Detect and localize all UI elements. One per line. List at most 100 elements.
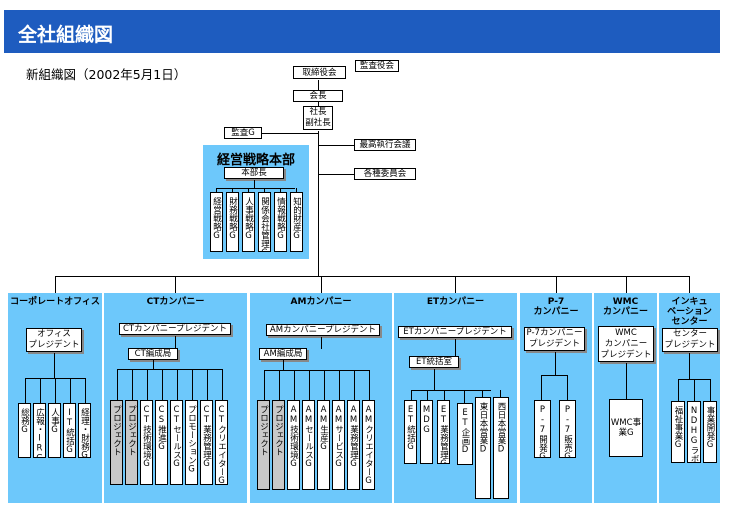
- division-group-box: プロジェクト: [125, 400, 138, 485]
- page-header: 全社組織図: [0, 0, 731, 54]
- division-group-box: IT統括G: [63, 403, 76, 458]
- division-sub-box: CT編成局: [128, 348, 178, 360]
- division-title: インキュ ベーション センター: [667, 297, 712, 327]
- connector-line: [278, 370, 280, 400]
- connector-line: [24, 378, 26, 403]
- division-group-box: CTセールスG: [170, 400, 183, 485]
- connector-line: [689, 276, 690, 293]
- division-group-box: CT業務管理G: [200, 400, 213, 485]
- hq-group-box: 情報戦略G: [274, 192, 287, 252]
- connector-line: [263, 370, 370, 371]
- connector-line: [626, 276, 627, 293]
- connector-line: [482, 390, 483, 397]
- connector-line: [411, 390, 412, 400]
- connector-line: [216, 188, 295, 189]
- connector-line: [338, 370, 340, 400]
- division-group-box: NDHGラボG: [687, 401, 701, 463]
- division-group-box: 福祉事業G: [671, 401, 685, 463]
- page-subtitle: 新組織図（2002年5月1日）: [26, 67, 187, 82]
- connector-line: [116, 369, 118, 400]
- connector-line: [626, 363, 627, 399]
- division-group-box: AM技術環境G: [287, 400, 300, 490]
- connector-line: [221, 369, 223, 400]
- division-group-box: WMC事業G: [609, 399, 643, 457]
- connector-line: [293, 370, 295, 400]
- hq-group-box: 関係会社管理G: [258, 192, 271, 252]
- division-group-box: AMサービスG: [332, 400, 345, 490]
- division-title: P-7 カンパニー: [533, 297, 579, 317]
- connector-line: [434, 369, 435, 390]
- connector-line: [54, 353, 55, 378]
- connector-line: [280, 188, 281, 192]
- connector-line: [153, 359, 154, 369]
- connector-line: [541, 375, 542, 400]
- connector-line: [427, 390, 428, 400]
- hq-group-box: 経営戦略G: [210, 192, 223, 252]
- division-group-box: ET統括G: [404, 400, 417, 464]
- division-group-box: MDG: [420, 400, 433, 464]
- hq-group-box: 知的財産G: [290, 192, 303, 252]
- connector-line: [84, 378, 86, 403]
- connector-line: [321, 337, 322, 349]
- division-group-box: 人事G: [48, 403, 61, 458]
- connector-line: [411, 390, 491, 391]
- connector-line: [131, 369, 133, 400]
- connector-line: [175, 336, 176, 348]
- division-group-box: プロジェクト: [272, 400, 285, 490]
- division-president-box: ETカンパニープレジデント: [398, 326, 512, 338]
- connector-line: [248, 188, 249, 192]
- committees-box: 各種委員会: [354, 168, 416, 180]
- hq-head-box: 本部長: [224, 167, 284, 179]
- connector-line: [318, 145, 354, 146]
- connector-line: [296, 188, 297, 192]
- division-group-box: ET業務管理G: [437, 400, 450, 464]
- division-title: WMC カンパニー: [602, 297, 648, 317]
- connector-line: [262, 133, 318, 134]
- hq-group-box: 財務戦略G: [226, 192, 239, 252]
- connector-line: [263, 370, 265, 400]
- division-group-box: 東日本営業D: [475, 397, 491, 499]
- connector-line: [54, 378, 56, 403]
- connector-line: [39, 378, 41, 403]
- division-group-box: AMクリエイターG: [362, 400, 375, 490]
- chairman-box: 会長: [293, 90, 343, 102]
- division-panel: [520, 293, 592, 503]
- division-president-box: センター プレジデント: [662, 328, 718, 352]
- division-president-box: P-7カンパニー プレジデント: [524, 327, 585, 351]
- connector-line: [54, 368, 55, 378]
- president-box: 社長 副社長: [303, 106, 333, 130]
- division-sub-box: AM編成局: [259, 348, 307, 360]
- division-group-box: ET企画D: [457, 403, 473, 465]
- exec-council-box: 最高執行会議: [354, 139, 416, 151]
- connector-line: [161, 369, 163, 400]
- connector-line: [55, 276, 689, 277]
- connector-line: [455, 276, 456, 293]
- connector-line: [321, 276, 322, 293]
- connector-line: [55, 276, 56, 293]
- division-title: コーポレートオフィス: [10, 297, 100, 307]
- division-group-box: CT技術環境G: [140, 400, 153, 485]
- connector-line: [455, 339, 456, 356]
- connector-line: [318, 131, 319, 271]
- connector-line: [318, 260, 319, 276]
- connector-line: [694, 379, 695, 401]
- connector-line: [283, 360, 284, 370]
- connector-line: [444, 390, 445, 400]
- division-group-box: AMセールスG: [302, 400, 315, 490]
- connector-line: [555, 352, 556, 375]
- division-title: AMカンパニー: [290, 297, 352, 307]
- division-group-box: 西日本営業D: [493, 397, 509, 499]
- connector-line: [264, 188, 265, 192]
- connector-line: [176, 369, 178, 400]
- division-president-box: WMC カンパニー プレジデント: [598, 326, 654, 362]
- division-group-box: 広報・IRG: [33, 403, 46, 458]
- division-group-box: 経理・財務G: [78, 403, 91, 458]
- board-box: 取締役会: [293, 66, 346, 79]
- connector-line: [232, 188, 233, 192]
- connector-line: [308, 370, 310, 400]
- division-group-box: 事業開発G: [703, 401, 717, 463]
- connector-line: [175, 276, 176, 293]
- connector-line: [556, 276, 557, 293]
- connector-line: [69, 378, 71, 403]
- division-group-box: CTクリエイターG: [215, 400, 228, 485]
